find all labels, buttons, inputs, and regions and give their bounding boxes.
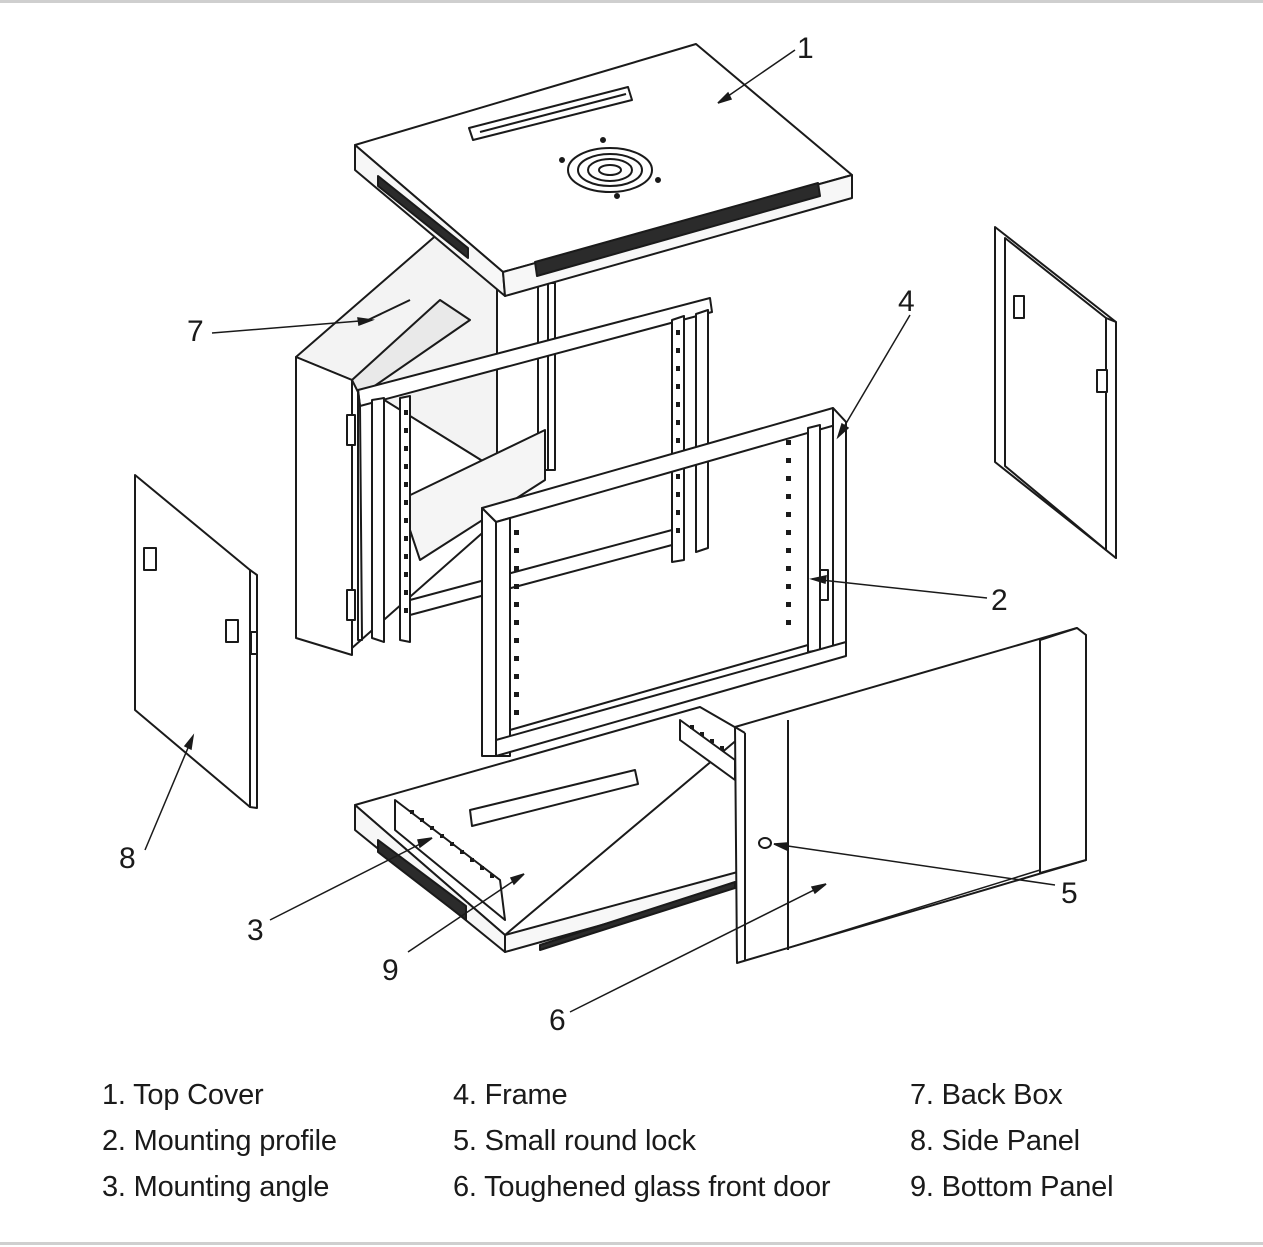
side-panel-right <box>994 226 1117 559</box>
front-frame <box>481 407 847 757</box>
legend-item-glass-front-door: 6. Toughened glass front door <box>453 1171 831 1203</box>
callout-4: 4 <box>898 285 915 318</box>
lock-icon <box>758 837 772 849</box>
bottom-panel <box>354 706 746 953</box>
callout-5: 5 <box>1061 877 1078 910</box>
glass-front-door <box>734 627 1087 964</box>
mounting-profile-front-holes <box>514 440 791 715</box>
legend-item-top-cover: 1. Top Cover <box>102 1079 264 1111</box>
leader-lines <box>144 49 1056 1013</box>
legend-column-2: 4. Frame 5. Small round lock 6. Toughene… <box>453 1072 831 1210</box>
top-cover <box>354 43 853 297</box>
back-box <box>295 231 556 656</box>
mounting-angle-holes <box>410 725 724 878</box>
legend-item-back-box: 7. Back Box <box>910 1079 1063 1111</box>
top-rule <box>0 0 1263 3</box>
legend-column-3: 7. Back Box 8. Side Panel 9. Bottom Pane… <box>910 1072 1114 1210</box>
bottom-rule <box>0 1242 1263 1245</box>
callout-3: 3 <box>247 914 264 947</box>
callout-7: 7 <box>187 315 204 348</box>
legend-item-mounting-angle: 3. Mounting angle <box>102 1171 330 1203</box>
legend-column-1: 1. Top Cover 2. Mounting profile 3. Moun… <box>102 1072 337 1210</box>
callout-8: 8 <box>119 842 136 875</box>
legend-item-small-round-lock: 5. Small round lock <box>453 1125 696 1157</box>
mounting-profile-rear-holes <box>404 330 680 613</box>
callout-numbers: 1 2 3 4 5 6 7 8 9 <box>119 32 1078 1037</box>
callout-1: 1 <box>797 32 814 65</box>
legend-item-side-panel: 8. Side Panel <box>910 1125 1080 1157</box>
callout-9: 9 <box>382 954 399 987</box>
fan-icon <box>559 137 661 199</box>
legend-item-bottom-panel: 9. Bottom Panel <box>910 1171 1114 1203</box>
callout-6: 6 <box>549 1004 566 1037</box>
parts-legend: 1. Top Cover 2. Mounting profile 3. Moun… <box>0 1072 1263 1212</box>
legend-item-frame: 4. Frame <box>453 1079 568 1111</box>
legend-item-mounting-profile: 2. Mounting profile <box>102 1125 337 1157</box>
exploded-cabinet-diagram: 1 2 3 4 5 6 7 8 9 <box>119 32 1117 1037</box>
side-panel-left <box>134 474 258 809</box>
callout-2: 2 <box>991 584 1008 617</box>
